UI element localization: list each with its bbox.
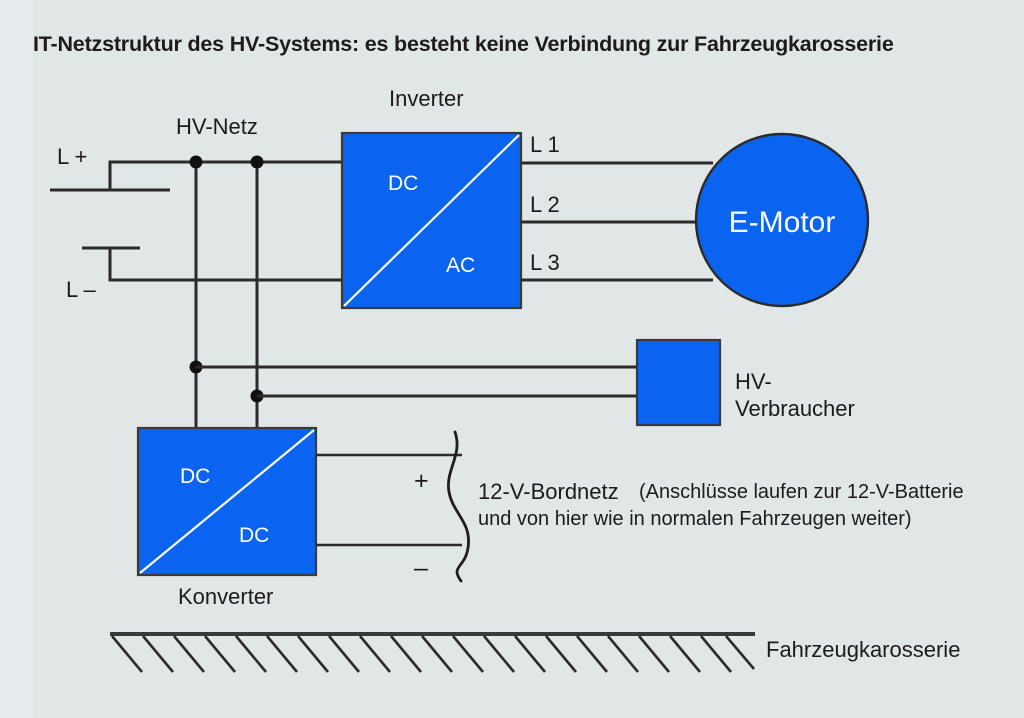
label-inverter: Inverter [389,86,464,111]
label-hv-netz: HV-Netz [176,114,258,139]
label-konverter: Konverter [178,584,273,609]
junction-dot-bus-left-top [189,155,203,169]
konverter-dc-out-label: DC [239,524,269,547]
left-margin-strip [0,0,33,718]
label-hv-verbraucher-line2: Verbraucher [735,396,855,421]
chassis-ground-symbol [110,632,755,673]
konverter-output-lines [316,453,462,547]
hv-consumer-lines [196,365,637,398]
inverter-block [340,131,523,310]
label-l2: L 2 [530,192,560,217]
label-bordnetz: 12-V-Bordnetz [478,479,619,504]
junction-dot-bus-right-top [250,155,264,169]
page-title: IT-Netzstruktur des HV-Systems: es beste… [33,32,894,56]
break-line-squiggle [447,430,470,583]
label-l-plus: L + [57,144,87,169]
label-minus-sign: – [414,554,428,582]
e-motor-circle [694,132,870,308]
e-motor-label: E-Motor [729,206,836,239]
label-l3: L 3 [530,250,560,275]
konverter-dc-in-label: DC [180,465,210,488]
supply-terminal-l-minus [82,246,196,282]
label-fahrzeugkarosserie: Fahrzeugkarosserie [766,637,960,662]
hv-consumer-block [635,338,722,427]
supply-terminal-l-plus [50,160,196,192]
label-bordnetz-note-line2: und von hier wie in normalen Fahrzeugen … [478,508,912,530]
konverter-block [136,426,318,577]
label-hv-verbraucher-line1: HV- [735,369,772,394]
label-bordnetz-note-line1: (Anschlüsse laufen zur 12-V-Batterie [639,481,964,503]
label-l1: L 1 [530,132,560,157]
label-l-minus: L – [66,277,97,302]
label-plus-sign: + [414,467,429,495]
inverter-ac-label: AC [446,254,475,277]
inverter-output-lines [521,161,713,282]
inverter-dc-label: DC [388,172,418,195]
